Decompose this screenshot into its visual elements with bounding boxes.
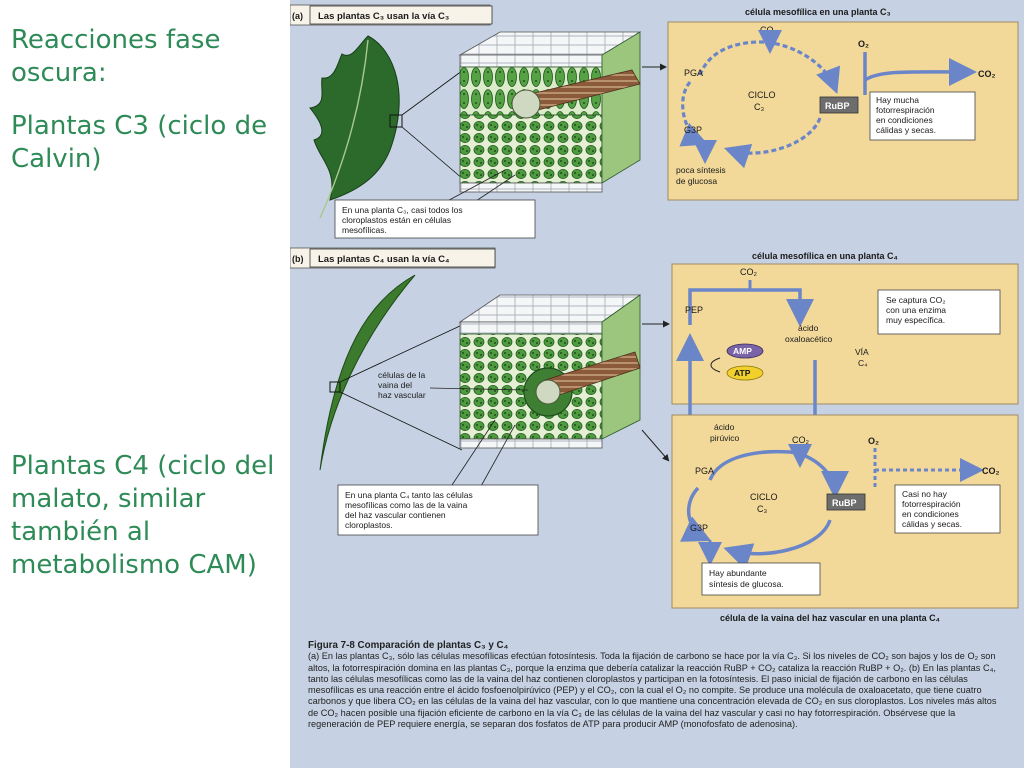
c3-leaf-note-line-1: En una planta C₃, casi todos los <box>342 205 463 215</box>
b-pga-label: PGA <box>695 466 714 476</box>
slide-text-panel: Reacciones fase oscura: Plantas C3 (cicl… <box>0 0 290 768</box>
b-pyr-line-1: ácido <box>714 422 735 432</box>
panel-b-header: célula mesofílica en una planta C₄ <box>752 251 898 261</box>
panel-b-footer: célula de la vaina del haz vascular en u… <box>720 613 940 623</box>
c4-leaf-icon <box>319 274 416 471</box>
a-cycle-label-2: C₃ <box>754 102 764 112</box>
b-cycle-top-arrow <box>708 449 849 499</box>
sheath-label-line-3: haz vascular <box>378 390 426 400</box>
c4-leaf-note-line-2: mesofílicas como las de la vaina <box>345 500 468 510</box>
a-glucose-line-1: poca síntesis <box>676 165 726 175</box>
b-capture-line-3: muy específica. <box>886 315 945 325</box>
b-capture-line-2: con una enzima <box>886 305 946 315</box>
c3-leaf-vein <box>319 39 369 219</box>
b-co2-in-label: CO₂ <box>740 267 758 277</box>
b-via-line-1: VÍA <box>855 347 869 357</box>
b-amp-label: AMP <box>733 346 752 356</box>
c4-leaf-note-box <box>337 484 539 536</box>
panel-a-title-frame <box>309 5 493 25</box>
b-pep-label: PEP <box>685 305 703 315</box>
b-glucose-line-2: síntesis de glucosa. <box>709 579 784 589</box>
b-rubp-box <box>826 493 866 511</box>
b-glucose-note-box <box>701 562 821 596</box>
figure-caption: Figura 7-8 Comparación de plantas C₃ y C… <box>308 640 1008 730</box>
b-oxal-line-1: ácido <box>798 323 819 333</box>
c3-leaf-zoom-box <box>389 114 403 128</box>
a-cycle-bottom-arrow <box>723 117 822 169</box>
c4-leaf-note-line-1: En una planta C₄ tanto las células <box>345 490 473 500</box>
a-glucose-line-2: de glucosa <box>676 176 717 186</box>
a-note-line-1: Hay mucha <box>876 95 919 105</box>
bullet-c3-plants: Plantas C3 (ciclo de Calvin) <box>11 111 268 174</box>
a-g3p-label: G3P <box>684 125 702 135</box>
bullet-c4-plants: Plantas C4 (ciclo del malato, similar ta… <box>11 451 275 580</box>
b-capture-note-box <box>877 289 1001 335</box>
a-co2-out-label: CO₂ <box>978 69 996 79</box>
panel-b-tag: (b) <box>292 254 304 264</box>
b-atp-amp-arrow <box>710 357 721 373</box>
b-atp-label: ATP <box>734 368 751 378</box>
a-note-line-2: fotorrespiración <box>876 105 935 115</box>
b-cycle-label-2: C₃ <box>757 504 767 514</box>
b-cycle-label-1: CICLO <box>750 492 778 502</box>
b-pyr-line-2: pirúvico <box>710 433 740 443</box>
b-g3p-label: G3P <box>690 523 708 533</box>
c3-leaf-note-box <box>334 199 536 239</box>
panel-b: (b) Las plantas C₄ usan la vía C₄ célula… <box>290 247 1019 623</box>
c3-c4-comparison-figure: (a) Las plantas C₃ usan la vía C₃ En una… <box>290 0 1024 768</box>
a-note-line-3: en condiciones <box>876 115 933 125</box>
c4-leaf-note-line-3: del haz vascular contienen <box>345 510 446 520</box>
bullet-dark-phase: Reacciones fase oscura: <box>11 25 221 88</box>
c3-leaf-note-line-3: mesofílicas. <box>342 225 387 235</box>
c3-leaf-tissue-block <box>458 31 642 193</box>
b-note-line-1: Casi no hay <box>902 489 948 499</box>
b-via-line-2: C₄ <box>858 358 868 368</box>
sheath-label-line-2: vaina del <box>378 380 412 390</box>
b-atp-badge <box>726 365 764 381</box>
b-o2-label: O₂ <box>868 436 879 446</box>
c3-leaf-note-line-2: cloroplastos están en células <box>342 215 451 225</box>
a-pga-label: PGA <box>684 68 703 78</box>
a-cycle-top-arrow <box>698 40 841 94</box>
panel-a-tag: (a) <box>292 11 303 21</box>
b-note-line-4: cálidas y secas. <box>902 519 962 529</box>
b-co2-mid-label: CO₂ <box>792 435 810 445</box>
c4-leaf-note-line-4: cloroplastos. <box>345 520 393 530</box>
a-rubp-box <box>819 96 859 114</box>
caption-title: Figura 7-8 Comparación de plantas C₃ y C… <box>308 640 509 651</box>
panel-b-title-frame <box>309 248 496 268</box>
panel-a-title: Las plantas C₃ usan la vía C₃ <box>318 11 449 22</box>
b-cycle-bottom-arrow <box>723 519 832 570</box>
b-co2-out-label: CO₂ <box>982 466 1000 476</box>
a-cycle-left-arrow <box>679 80 708 147</box>
b-rubp-label: RuBP <box>832 498 857 508</box>
panel-a: (a) Las plantas C₃ usan la vía C₃ En una… <box>290 4 1019 239</box>
a-photorespiration-note-box <box>869 91 976 141</box>
a-rubp-label: RuBP <box>825 101 850 111</box>
b-oxal-line-2: oxaloacético <box>785 334 833 344</box>
b-glucose-line-1: Hay abundante <box>709 568 767 578</box>
a-cycle-label-1: CICLO <box>748 90 776 100</box>
b-photorespiration-note-box <box>894 484 1001 534</box>
a-co2-out-arrow <box>864 57 977 86</box>
b-pep-arrow <box>688 288 814 327</box>
caption-body: (a) En las plantas C₃, sólo las células … <box>308 651 997 730</box>
sheath-label-line-1: células de la <box>378 370 426 380</box>
b-capture-line-1: Se captura CO₂ <box>886 295 946 305</box>
a-co2-in-label: CO₂ <box>760 25 778 35</box>
b-amp-badge <box>726 343 764 359</box>
figure-diagram: (a) Las plantas C₃ usan la vía C₃ En una… <box>290 4 1019 623</box>
c4-leaf-zoom-box <box>329 381 341 393</box>
b-note-line-2: fotorrespiración <box>902 499 961 509</box>
c4-leaf-tissue-block <box>458 294 642 449</box>
panel-a-header: célula mesofílica en una planta C₃ <box>745 7 891 17</box>
b-cycle-left-arrow <box>680 486 712 542</box>
a-o2-label: O₂ <box>858 39 869 49</box>
a-note-line-4: cálidas y secas. <box>876 125 936 135</box>
panel-b-title: Las plantas C₄ usan la vía C₄ <box>318 254 450 265</box>
b-note-line-3: en condiciones <box>902 509 959 519</box>
